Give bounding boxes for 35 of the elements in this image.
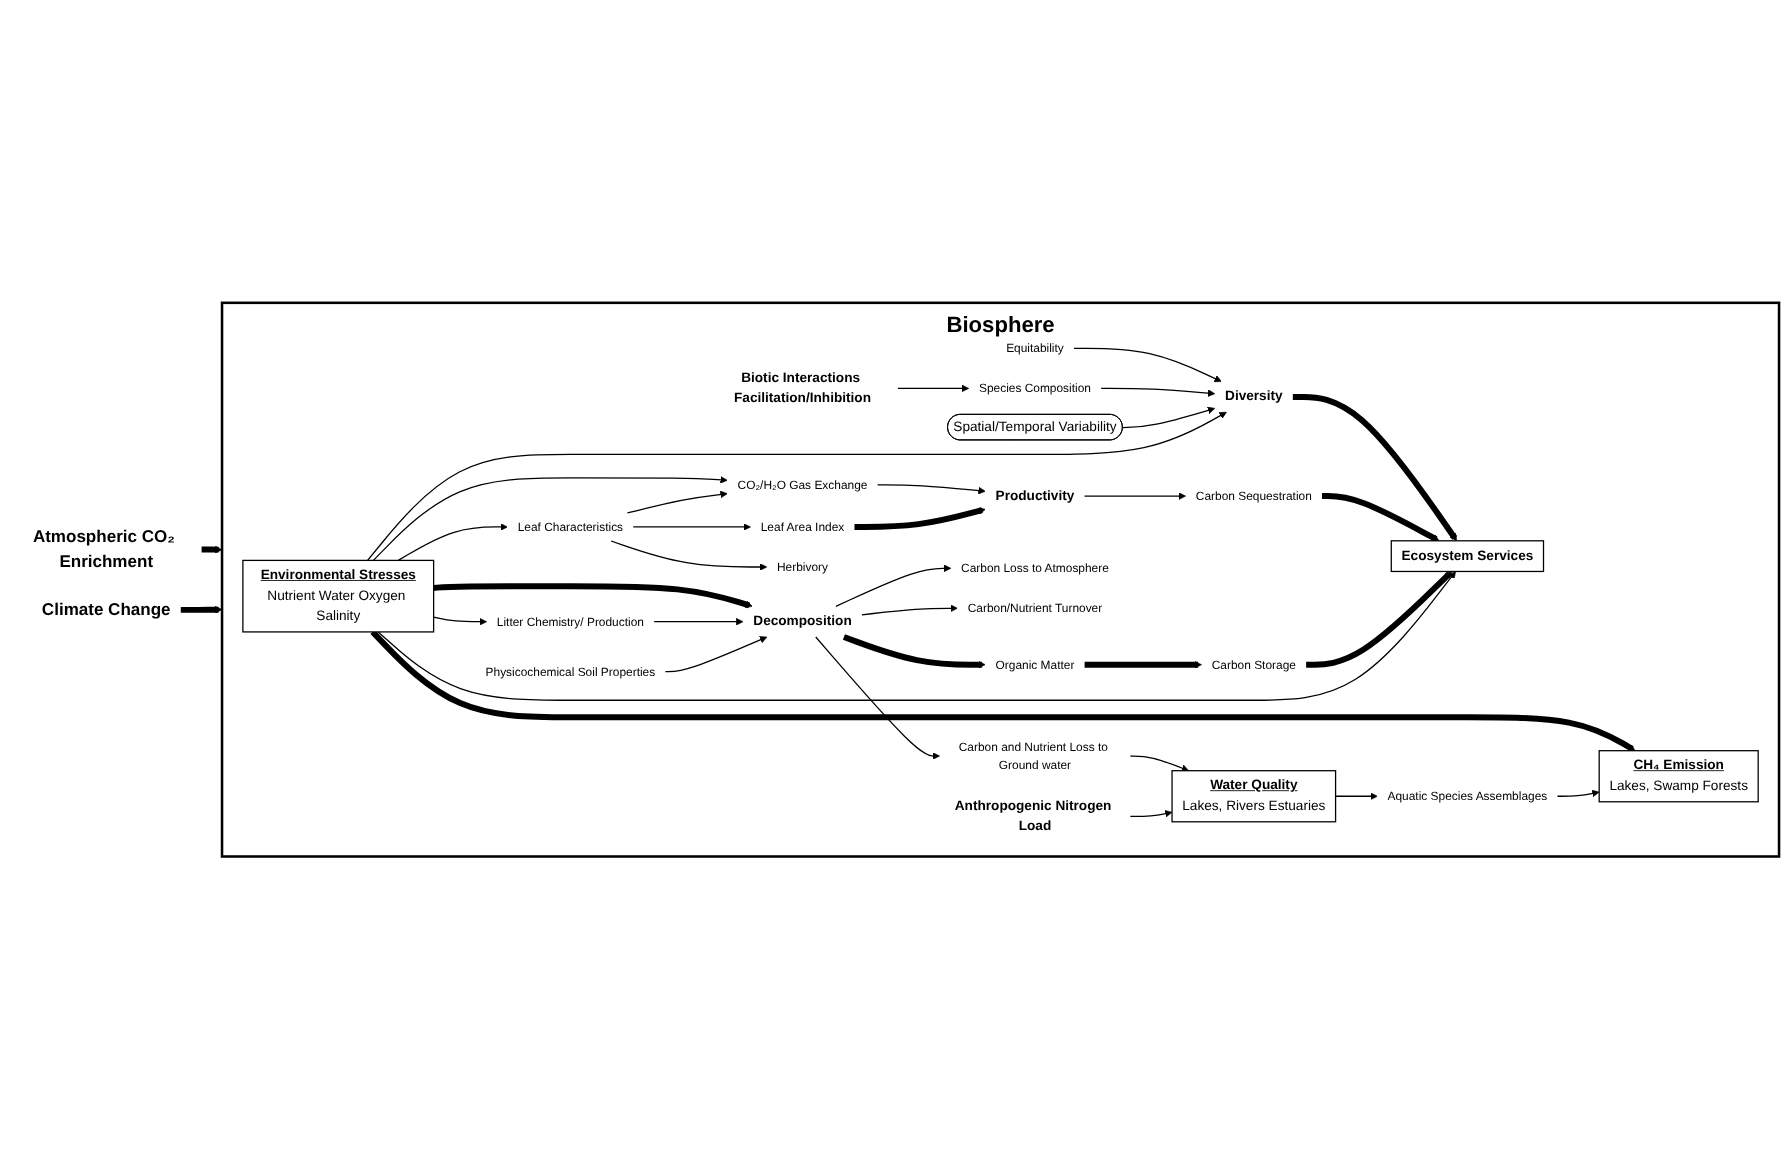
arrow	[1129, 810, 1173, 818]
arrow	[180, 606, 223, 614]
arrow	[1306, 571, 1453, 668]
arrow	[377, 571, 1456, 702]
arrow	[1556, 790, 1600, 798]
arrow	[877, 484, 986, 495]
node-text: Atmospheric CO₂ Enrichment	[32, 527, 175, 572]
arrow	[370, 630, 1636, 752]
arrow	[632, 523, 751, 532]
arrow	[610, 540, 768, 572]
arrow	[854, 507, 986, 531]
arrow	[1122, 407, 1216, 429]
arrow	[1083, 492, 1186, 501]
arrow	[433, 616, 487, 626]
arrow	[397, 523, 508, 562]
arrow	[861, 604, 958, 616]
arrow	[1073, 348, 1222, 383]
arrow	[664, 636, 768, 673]
arrow	[815, 636, 940, 761]
arrow	[1100, 388, 1216, 398]
arrow	[1292, 394, 1458, 542]
arrow	[372, 476, 728, 562]
arrow	[842, 634, 986, 669]
arrow	[433, 583, 753, 609]
arrow	[1129, 755, 1190, 773]
arrow	[835, 564, 952, 608]
arrow	[1084, 661, 1202, 669]
arrow	[897, 385, 970, 393]
node-text: Climate Change	[41, 600, 171, 620]
arrow	[1322, 493, 1440, 543]
arrow	[626, 491, 728, 514]
arrow	[366, 412, 1227, 562]
arrow	[200, 546, 223, 554]
arrow	[1334, 792, 1378, 801]
arrow	[653, 618, 744, 626]
